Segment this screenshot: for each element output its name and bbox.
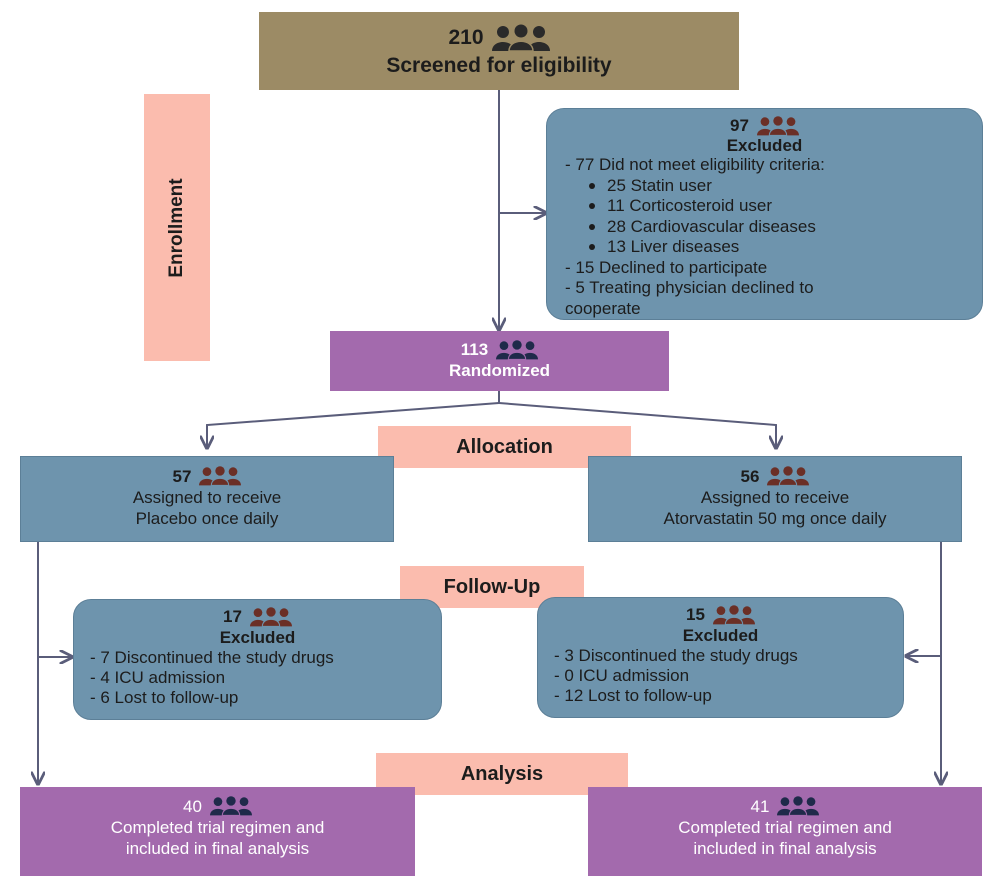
excluded-right-title: Excluded <box>682 626 759 645</box>
list-item: - 7 Discontinued the study drugs <box>90 648 334 667</box>
followup-label: Follow-Up <box>443 575 541 598</box>
final-left-box: 40 Completed trial regimen and included … <box>20 787 415 876</box>
arrow-random-to-atorva <box>498 402 776 448</box>
excluded-left-box: 17 Excluded - 7 Discontinued the study d… <box>73 599 442 720</box>
people-group-icon <box>199 466 242 486</box>
final-right-count: 41 <box>750 796 770 816</box>
enrollment-label: Enrollment <box>166 177 187 278</box>
people-group-icon <box>496 340 539 360</box>
randomized-count: 113 <box>460 340 489 359</box>
atorvastatin-arm-box: 56 Assigned to receive Atorvastatin 50 m… <box>588 456 962 542</box>
screened-label: Screened for eligibility <box>386 54 612 77</box>
analysis-label-box: Analysis <box>376 753 628 795</box>
people-group-icon <box>712 605 755 625</box>
allocation-label: Allocation <box>456 435 553 458</box>
excluded-enrollment-count: 97 <box>730 116 749 135</box>
people-group-icon <box>249 607 292 627</box>
list-item: - 6 Lost to follow-up <box>90 688 239 707</box>
placebo-arm-box: 57 Assigned to receive Placebo once dail… <box>20 456 394 542</box>
people-group-icon <box>767 466 810 486</box>
excluded-enrollment-box: 97 Excluded - 77 Did not meet eligibilit… <box>546 108 983 320</box>
criteria-item: 28 Cardiovascular diseases <box>587 217 964 238</box>
arrow-random-to-placebo <box>207 402 500 448</box>
enrollment-label-box: Enrollment <box>144 94 210 361</box>
list-item: - 4 ICU admission <box>90 668 226 687</box>
people-group-icon <box>209 796 252 816</box>
final-left-line2: included in final analysis <box>125 839 310 858</box>
placebo-line2: Placebo once daily <box>135 509 279 528</box>
final-left-count: 40 <box>183 796 202 816</box>
atorvastatin-line1: Assigned to receive <box>700 488 850 507</box>
list-item: - 12 Lost to follow-up <box>554 686 712 705</box>
criteria-item: 11 Corticosteroid user <box>587 196 964 217</box>
list-item: - 3 Discontinued the study drugs <box>554 646 798 665</box>
people-group-icon <box>756 116 799 136</box>
people-group-icon <box>491 24 550 52</box>
excluded-enrollment-title: Excluded <box>726 136 803 155</box>
exclusion-reason: - 5 Treating physician declined to <box>565 278 814 297</box>
placebo-count: 57 <box>172 466 192 486</box>
analysis-label: Analysis <box>460 762 544 785</box>
final-right-box: 41 Completed trial regimen and included … <box>588 787 982 876</box>
criteria-item: 13 Liver diseases <box>587 237 964 258</box>
excluded-left-list: - 7 Discontinued the study drugs - 4 ICU… <box>90 648 425 708</box>
excluded-right-list: - 3 Discontinued the study drugs - 0 ICU… <box>554 646 887 706</box>
final-left-line1: Completed trial regimen and <box>110 818 325 837</box>
excluded-right-count: 15 <box>686 605 705 624</box>
excluded-right-box: 15 Excluded - 3 Discontinued the study d… <box>537 597 904 718</box>
final-right-line2: included in final analysis <box>693 839 877 858</box>
list-item: - 0 ICU admission <box>554 666 690 685</box>
exclusion-reason: - 15 Declined to participate <box>565 257 768 277</box>
excluded-left-count: 17 <box>223 607 242 626</box>
placebo-line1: Assigned to receive <box>132 488 282 507</box>
screened-count: 210 <box>448 26 484 49</box>
randomized-label: Randomized <box>448 361 551 380</box>
final-right-line1: Completed trial regimen and <box>678 818 892 837</box>
screened-box: 210 Screened for eligibility <box>259 12 739 90</box>
atorvastatin-line2: Atorvastatin 50 mg once daily <box>663 509 887 528</box>
atorvastatin-count: 56 <box>740 466 760 486</box>
exclusion-reason: - 77 Did not meet eligibility criteria: <box>565 155 825 174</box>
randomized-box: 113 Randomized <box>330 331 669 391</box>
people-group-icon <box>777 796 820 816</box>
criteria-list: 25 Statin user 11 Corticosteroid user 28… <box>565 176 964 258</box>
exclusion-reason: cooperate <box>565 298 641 318</box>
excluded-left-title: Excluded <box>219 628 296 647</box>
criteria-item: 25 Statin user <box>587 176 964 197</box>
